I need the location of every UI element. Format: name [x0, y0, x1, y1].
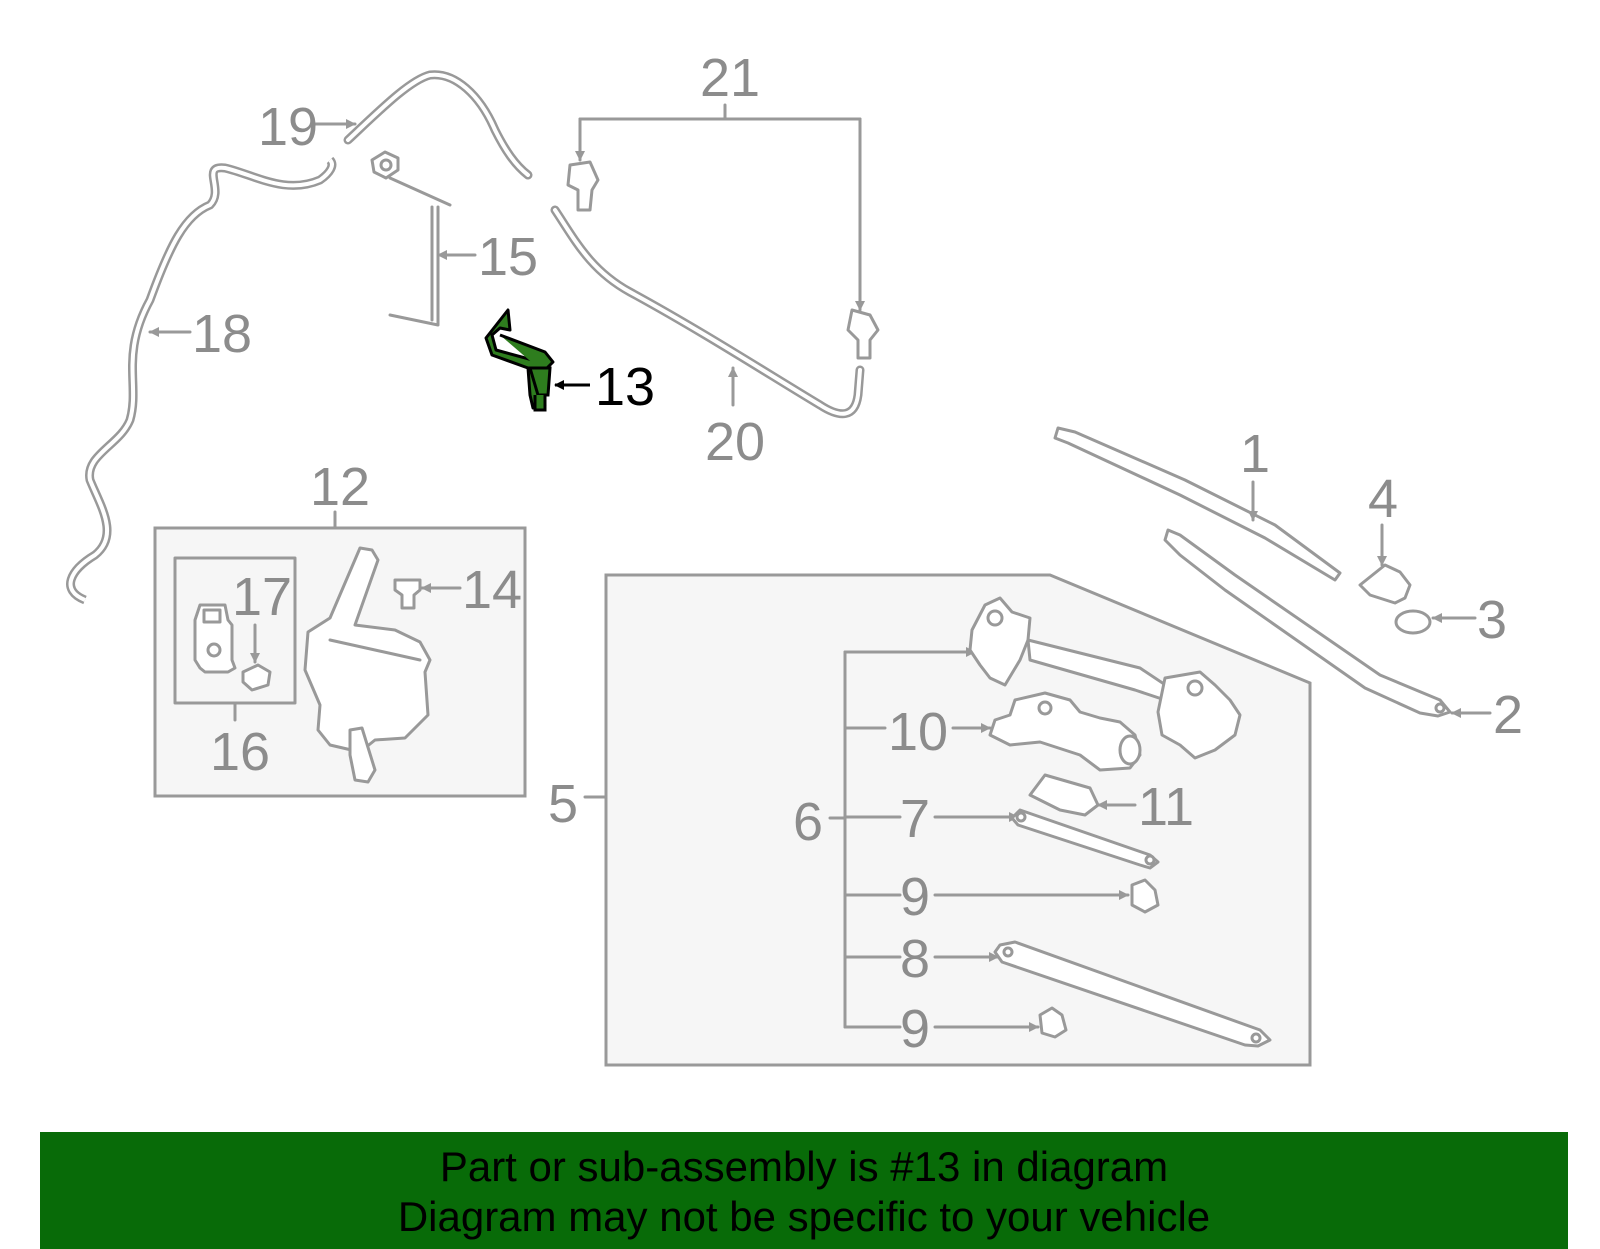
- callout-14: 14: [420, 560, 522, 620]
- svg-text:10: 10: [888, 702, 948, 762]
- svg-text:3: 3: [1477, 590, 1507, 650]
- linkage-group-box-5: [604, 573, 1312, 1067]
- svg-text:16: 16: [210, 722, 270, 782]
- washer-hose-18: [66, 156, 337, 605]
- svg-text:14: 14: [462, 560, 522, 620]
- callout-20: 20: [705, 366, 765, 472]
- callout-18: 18: [148, 304, 252, 364]
- callout-16: 16: [210, 701, 270, 782]
- svg-text:17: 17: [232, 567, 292, 627]
- callout-10: 10: [888, 702, 992, 762]
- callout-7: 7: [900, 789, 1020, 849]
- link-rod-7: [1010, 808, 1160, 870]
- washer-hose-19: [343, 70, 533, 180]
- arm-nut-3: [1394, 609, 1432, 635]
- washer-nozzle-21b: [846, 308, 880, 360]
- callout-2: 2: [1450, 685, 1523, 745]
- svg-text:2: 2: [1493, 685, 1523, 745]
- svg-text:5: 5: [548, 774, 578, 834]
- wiper-blade-1: [1053, 426, 1342, 582]
- callout-11: 11: [1096, 777, 1194, 837]
- svg-text:4: 4: [1368, 469, 1398, 529]
- callout-3: 3: [1431, 590, 1507, 650]
- svg-text:9: 9: [900, 867, 930, 927]
- callout-5: 5: [548, 774, 608, 834]
- banner-line-1: Part or sub-assembly is #13 in diagram: [439, 1143, 1169, 1190]
- pump-seal-17: [241, 663, 272, 692]
- callout-9a: 9: [900, 867, 1130, 927]
- svg-text:1: 1: [1240, 424, 1270, 484]
- svg-text:8: 8: [900, 929, 930, 989]
- reservoir-cap-14: [393, 578, 422, 610]
- washer-pump-16: [193, 603, 237, 674]
- svg-text:19: 19: [258, 97, 318, 157]
- svg-text:13: 13: [595, 357, 655, 417]
- callout-21: 21: [575, 48, 865, 312]
- callout-4: 4: [1368, 469, 1398, 567]
- callout-12: 12: [310, 457, 370, 530]
- bushing-9b: [1038, 1006, 1068, 1039]
- washer-nozzle-21a: [566, 160, 600, 212]
- wiper-linkage-6: [968, 596, 1242, 760]
- svg-text:12: 12: [310, 457, 370, 517]
- svg-text:11: 11: [1138, 777, 1194, 837]
- arm-cap-4: [1358, 563, 1412, 605]
- svg-text:7: 7: [900, 789, 930, 849]
- wiper-arm-2: [1163, 528, 1452, 718]
- highlighted-part-13: [484, 308, 555, 412]
- link-rod-8: [993, 940, 1272, 1048]
- svg-text:6: 6: [793, 792, 823, 852]
- callout-9b: 9: [900, 999, 1040, 1059]
- callout-6-bracket: 6: [793, 647, 977, 1029]
- callout-8: 8: [900, 929, 1000, 989]
- bushing-9a: [1130, 878, 1160, 914]
- svg-text:9: 9: [900, 999, 930, 1059]
- callout-19: 19: [258, 97, 357, 157]
- callout-1: 1: [1240, 424, 1270, 522]
- motor-bracket-11: [1028, 773, 1100, 817]
- svg-text:15: 15: [478, 227, 538, 287]
- svg-text:18: 18: [192, 304, 252, 364]
- callout-15: 15: [436, 227, 538, 287]
- svg-text:20: 20: [705, 412, 765, 472]
- callout-13: 13: [554, 357, 655, 417]
- callout-17: 17: [232, 567, 292, 664]
- hose-connector-15: [370, 150, 452, 327]
- svg-text:21: 21: [700, 48, 760, 108]
- wiper-motor-10: [988, 691, 1142, 772]
- washer-hose-20: [550, 205, 865, 419]
- info-banner: Part or sub-assembly is #13 in diagram D…: [40, 1132, 1568, 1249]
- washer-reservoir-12: [303, 546, 432, 784]
- banner-line-2: Diagram may not be specific to your vehi…: [397, 1193, 1211, 1240]
